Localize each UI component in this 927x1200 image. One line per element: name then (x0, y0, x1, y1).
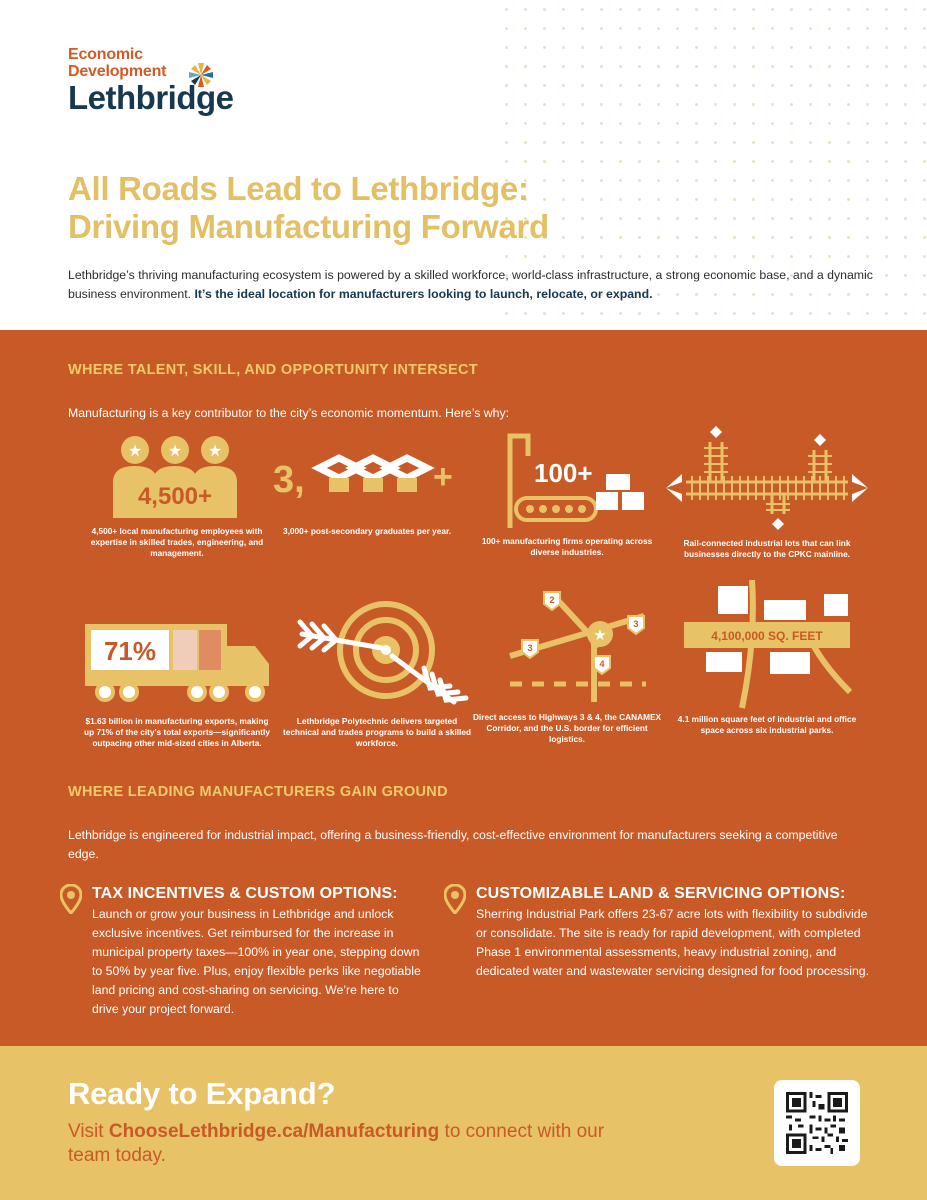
stat-graphic-graduates-suffix: + (433, 458, 453, 496)
cta-footer: Ready to Expand? Visit ChooseLethbridge.… (0, 1046, 927, 1200)
intro-bold: It’s the ideal location for manufacturer… (194, 287, 653, 301)
logo-line-1: Economic (68, 46, 143, 63)
stat-graphic-employees: 4,500+ (138, 483, 212, 510)
svg-text:★: ★ (208, 441, 222, 460)
pinwheel-flower-icon (189, 63, 213, 87)
cta-link[interactable]: ChooseLethbridge.ca/Manufacturing (108, 1121, 440, 1142)
feature-land-servicing: CUSTOMIZABLE LAND & SERVICING OPTIONS: S… (444, 884, 882, 981)
stat-highways: ★ 2 3 3 4 Direct access to Highways 3 & … (462, 586, 672, 745)
stat-graduates: 3, + 3,000+ post-secondary graduates per… (262, 440, 472, 537)
route-label-3a: 3 (527, 643, 532, 653)
section-heading-talent: WHERE TALENT, SKILL, AND OPPORTUNITY INT… (68, 362, 478, 378)
qr-code-icon (786, 1092, 848, 1154)
logo-line-3: Lethbridge (68, 79, 234, 116)
title-line-2: Driving Manufacturing Forward (68, 208, 549, 245)
header: Economic Development Lethbridge All Road… (0, 0, 927, 330)
location-pin-icon (444, 884, 466, 914)
cta-pre: Visit (68, 1121, 104, 1142)
stat-caption-industrial: 4.1 million square feet of industrial an… (677, 714, 857, 735)
feature-tax-incentives: TAX INCENTIVES & CUSTOM OPTIONS: Launch … (60, 884, 463, 1019)
intro-text: Lethbridge’s thriving manufacturing ecos… (68, 268, 873, 301)
stat-caption-polytechnic: Lethbridge Polytechnic delivers targeted… (282, 716, 472, 748)
stat-exports: 71% $1.63 billion in manufacturing expor… (72, 620, 282, 749)
stat-graphic-graduates-prefix: 3, (273, 459, 305, 501)
target-arrow-icon (297, 601, 469, 705)
stat-graphic-industrial: 4,100,000 SQ. FEET (711, 629, 823, 643)
logo[interactable]: Economic Development Lethbridge (68, 46, 234, 116)
section-lead-talent: Manufacturing is a key contributor to th… (68, 406, 510, 420)
section-lead-ground: Lethbridge is engineered for industrial … (68, 828, 838, 861)
stat-polytechnic: Lethbridge Polytechnic delivers targeted… (272, 598, 482, 749)
stat-caption-graduates: 3,000+ post-secondary graduates per year… (282, 526, 452, 536)
intro-paragraph: Lethbridge’s thriving manufacturing ecos… (68, 266, 888, 304)
feature-title-tax: TAX INCENTIVES & CUSTOM OPTIONS: (92, 885, 398, 902)
route-label-4: 4 (599, 659, 604, 669)
svg-text:★: ★ (593, 626, 606, 644)
stat-graphic-firms: 100+ (534, 458, 593, 488)
logo-line-2: Development (68, 63, 167, 80)
industrial-parks-icon: 4,100,000 SQ. FEET (684, 580, 852, 709)
svg-text:★: ★ (128, 441, 142, 460)
workers-stars-icon: ★ ★ ★ 4,500+ (113, 436, 237, 518)
conveyor-boxes-icon: 100+ (507, 433, 644, 528)
graduation-caps-icon: 3, + (273, 454, 453, 501)
dot-pattern (497, 0, 927, 330)
truck-trailer-icon: 71% (85, 624, 269, 702)
stat-firms: 100+ 100+ manufacturing firms operating … (462, 430, 672, 558)
stat-employees: ★ ★ ★ 4,500+ 4,500+ local manufacturing … (72, 430, 282, 559)
railway-tracks-icon (666, 426, 868, 530)
cta-text: Visit ChooseLethbridge.ca/Manufacturing … (68, 1120, 628, 1168)
orange-section: WHERE TALENT, SKILL, AND OPPORTUNITY INT… (0, 330, 927, 1046)
location-pin-icon (60, 884, 82, 914)
feature-title-land: CUSTOMIZABLE LAND & SERVICING OPTIONS: (476, 885, 846, 902)
stat-caption-exports: $1.63 billion in manufacturing exports, … (84, 716, 270, 748)
title-line-1: All Roads Lead to Lethbridge: (68, 170, 529, 207)
feature-text-tax: Launch or grow your business in Lethbrid… (92, 907, 421, 1016)
stat-caption-employees: 4,500+ local manufacturing employees wit… (90, 526, 264, 558)
stat-graphic-exports: 71% (104, 636, 156, 666)
route-label-3b: 3 (633, 619, 638, 629)
route-label-2: 2 (549, 595, 554, 605)
stat-rail: Rail-connected industrial lots that can … (662, 426, 872, 560)
qr-card[interactable] (774, 1080, 860, 1166)
cta-post: to connect with our team today. (68, 1121, 605, 1166)
stat-caption-firms: 100+ manufacturing firms operating acros… (481, 536, 653, 557)
stat-caption-rail: Rail-connected industrial lots that can … (683, 538, 851, 559)
stat-industrial-space: 4,100,000 SQ. FEET 4.1 million square fe… (662, 580, 872, 736)
cta-title: Ready to Expand? (68, 1076, 336, 1111)
feature-text-land: Sherring Industrial Park offers 23-67 ac… (476, 907, 870, 978)
stat-caption-highways: Direct access to Highways 3 & 4, the CAN… (472, 712, 662, 744)
svg-text:★: ★ (168, 441, 182, 460)
page-title: All Roads Lead to Lethbridge: Driving Ma… (68, 170, 668, 246)
highway-map-icon: ★ 2 3 3 4 (509, 591, 646, 702)
section-heading-ground: WHERE LEADING MANUFACTURERS GAIN GROUND (68, 784, 448, 800)
